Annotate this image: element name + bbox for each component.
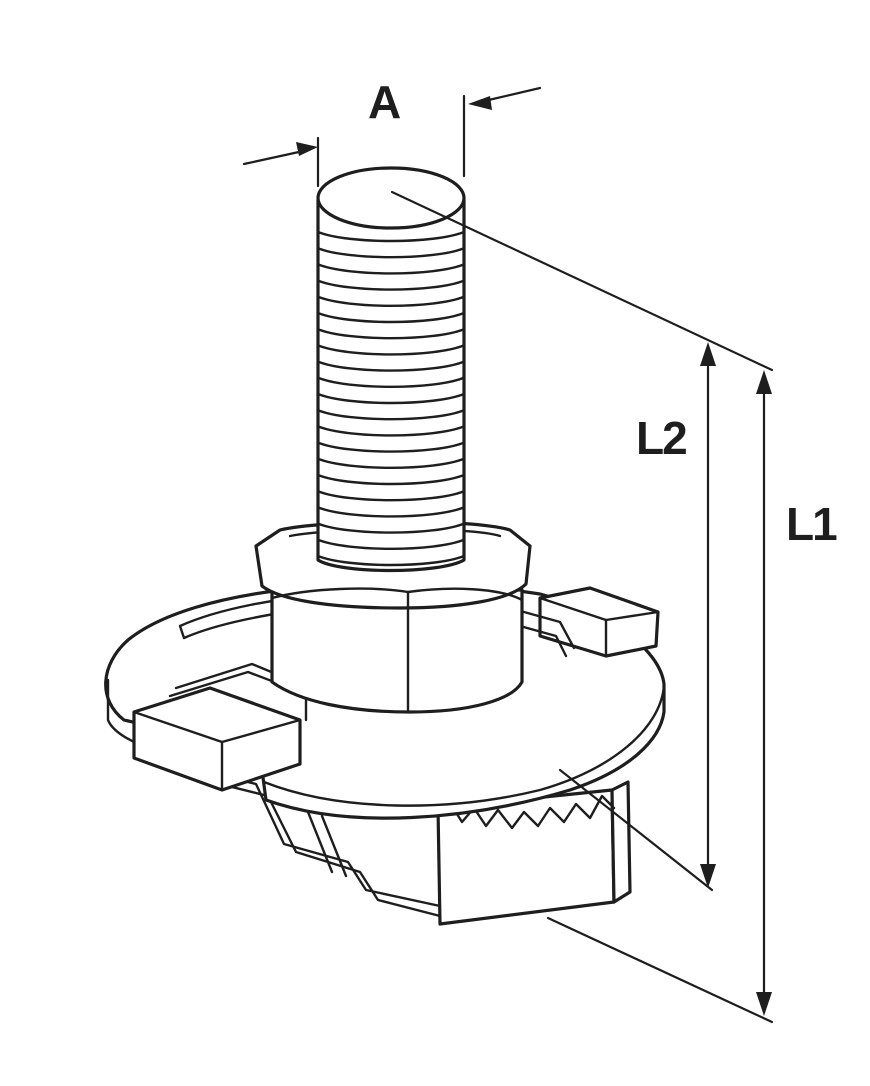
- thread-line: [316, 295, 466, 307]
- thread-line: [316, 506, 466, 518]
- thread-lines: [316, 230, 466, 567]
- thread-line: [316, 425, 466, 437]
- thread-line: [316, 360, 466, 372]
- dimension-label-l2: L2: [636, 412, 686, 464]
- thread-line: [316, 263, 466, 275]
- thread-line: [316, 441, 466, 453]
- dimension-l1: L1: [546, 370, 839, 1024]
- thread-line: [316, 230, 466, 243]
- dimension-label-l1: L1: [786, 498, 837, 550]
- thread-line: [316, 522, 466, 534]
- thread-line: [316, 392, 466, 405]
- spring-clip: [158, 758, 442, 918]
- dimension-l2: L2: [390, 190, 774, 892]
- thread-line: [316, 554, 466, 567]
- thread-line: [316, 376, 466, 388]
- clamp-tab-left: [132, 662, 312, 792]
- thread-line: [316, 490, 466, 502]
- thread-line: [316, 457, 466, 469]
- threaded-stud: [316, 166, 466, 573]
- thread-line: [316, 538, 466, 550]
- thread-line: [316, 344, 466, 356]
- thread-line: [316, 279, 466, 291]
- thread-line: [316, 247, 466, 259]
- clamp-tab-right: [518, 586, 660, 658]
- thread-line: [316, 409, 466, 421]
- dimension-a: A: [242, 76, 542, 188]
- thread-line: [316, 328, 466, 340]
- thread-line: [316, 473, 466, 486]
- thread-line: [316, 311, 466, 324]
- channel-nut: [436, 780, 632, 926]
- dimension-label-a: A: [368, 76, 400, 128]
